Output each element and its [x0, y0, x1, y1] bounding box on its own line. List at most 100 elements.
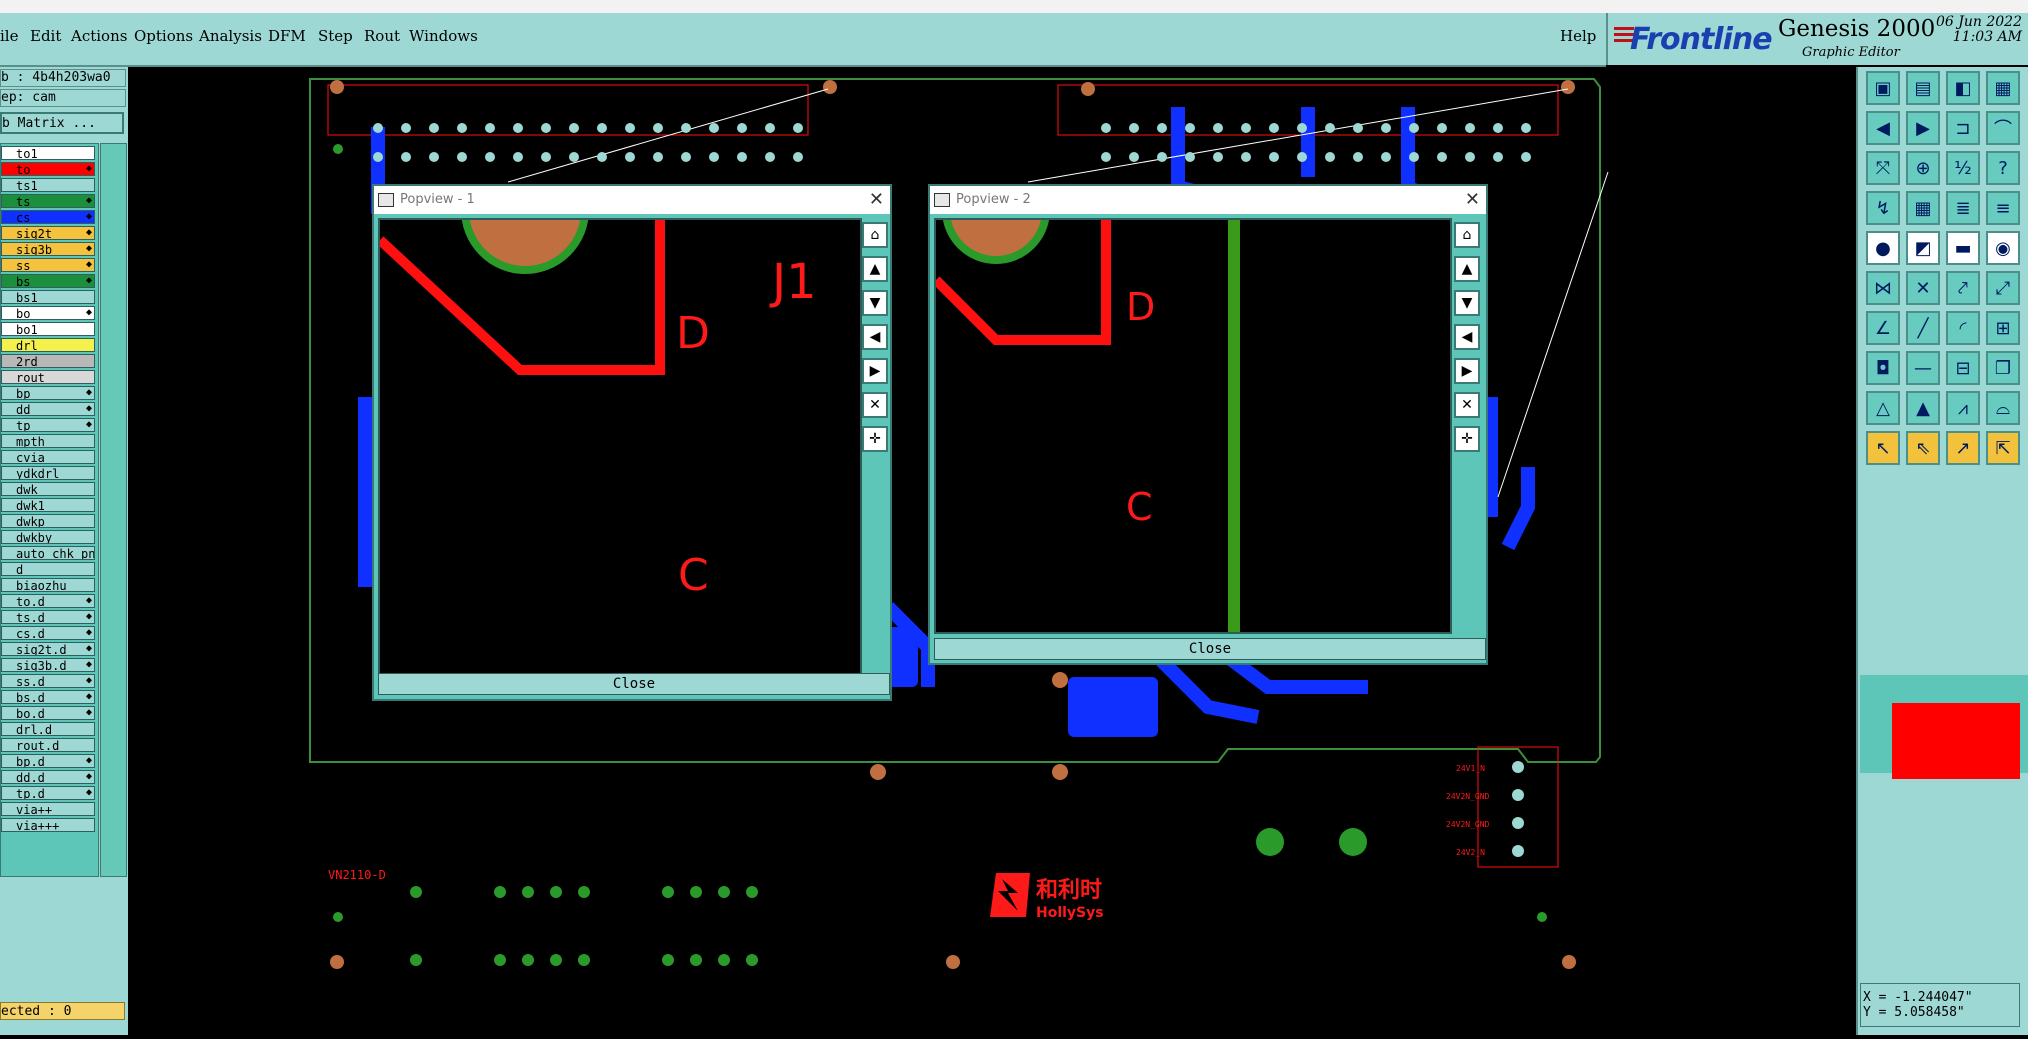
cross-icon[interactable]: ✕ — [1906, 271, 1940, 305]
layer-row[interactable]: cvia — [1, 450, 95, 464]
popview-1-titlebar[interactable]: Popview - 1 ✕ — [374, 186, 890, 214]
triangle-icon[interactable]: △ — [1866, 391, 1900, 425]
popview-1-close-button[interactable]: Close — [378, 673, 890, 695]
open-icon[interactable]: ▤ — [1906, 71, 1940, 105]
flat-icon[interactable]: ⌓ — [1986, 391, 2020, 425]
popview-2-close-button[interactable]: Close — [934, 638, 1486, 660]
menu-rout[interactable]: Rout — [364, 27, 401, 45]
layer-row[interactable]: dwk1 — [1, 498, 95, 512]
layout-icon[interactable]: ▦ — [1986, 71, 2020, 105]
layer-row[interactable]: sig2t.d◆ — [1, 642, 95, 656]
zoom-home-icon[interactable]: ⌂ — [1454, 222, 1480, 248]
menu-help[interactable]: Help — [1560, 27, 1597, 45]
peak-icon[interactable]: ⩘ — [1946, 391, 1980, 425]
select-icon[interactable]: ◩ — [1906, 231, 1940, 265]
layer-row[interactable]: bo◆ — [1, 306, 95, 320]
menu-edit[interactable]: Edit — [30, 27, 62, 45]
layer-row[interactable]: via+++ — [1, 818, 95, 832]
layer-row[interactable]: tp◆ — [1, 418, 95, 432]
move-right-icon[interactable]: ▶ — [1906, 111, 1940, 145]
layer-list-scrollbar[interactable] — [100, 143, 127, 877]
grid-icon[interactable]: ▦ — [1906, 191, 1940, 225]
layer-row[interactable]: cs◆ — [1, 210, 95, 224]
overview-map[interactable] — [1860, 675, 2028, 779]
pan-right-icon[interactable]: ▶ — [862, 358, 888, 384]
close-icon[interactable]: ✕ — [868, 189, 884, 210]
layer-row[interactable]: to1 — [1, 146, 95, 160]
layer-row[interactable]: bs1 — [1, 290, 95, 304]
layer-row[interactable]: auto_chk_pn — [1, 546, 95, 560]
copy-icon[interactable]: ❐ — [1986, 351, 2020, 385]
pointer-move-icon[interactable]: ⇱ — [1986, 431, 2020, 465]
zoom-fit-icon[interactable]: ⤧ — [1866, 151, 1900, 185]
pan-down-icon[interactable]: ▼ — [1454, 290, 1480, 316]
route-icon[interactable]: ⤤ — [1946, 271, 1980, 305]
menu-analysis[interactable]: Analysis — [199, 27, 262, 45]
pan-down-icon[interactable]: ▼ — [862, 290, 888, 316]
layer-row[interactable]: bs.d◆ — [1, 690, 95, 704]
layer-row[interactable]: to.d◆ — [1, 594, 95, 608]
layers-icon[interactable]: ≣ — [1946, 191, 1980, 225]
layer-row[interactable]: drl — [1, 338, 95, 352]
zoom-out-icon[interactable]: ✕ — [1454, 392, 1480, 418]
layer-row[interactable]: bo.d◆ — [1, 706, 95, 720]
mountain-icon[interactable]: ▲ — [1906, 391, 1940, 425]
layer-row[interactable]: to◆ — [1, 162, 95, 176]
save-icon[interactable]: ▣ — [1866, 71, 1900, 105]
layer-row[interactable]: dd◆ — [1, 402, 95, 416]
slot-icon[interactable]: ⊟ — [1946, 351, 1980, 385]
pointer-select-icon[interactable]: ⇖ — [1906, 431, 1940, 465]
move-left-icon[interactable]: ◀ — [1866, 111, 1900, 145]
layer-row[interactable]: bs◆ — [1, 274, 95, 288]
popview-2-canvas[interactable]: D C — [934, 218, 1452, 634]
layer-row[interactable]: drl.d — [1, 722, 95, 736]
measure-icon[interactable]: ↯ — [1866, 191, 1900, 225]
layer-row[interactable]: ss◆ — [1, 258, 95, 272]
connect-icon[interactable]: ⋈ — [1866, 271, 1900, 305]
zoom-home-icon[interactable]: ⌂ — [862, 222, 888, 248]
layer-row[interactable]: sig2t◆ — [1, 226, 95, 240]
circle-icon[interactable]: ◉ — [1986, 231, 2020, 265]
arc-icon[interactable]: ◜ — [1946, 311, 1980, 345]
curve-icon[interactable]: ⌒ — [1986, 111, 2020, 145]
trace-icon[interactable]: — — [1906, 351, 1940, 385]
pointer-icon[interactable]: ↖ — [1866, 431, 1900, 465]
layer-row[interactable]: dwkp — [1, 514, 95, 528]
layer-row[interactable]: rout — [1, 370, 95, 384]
pointer-edit-icon[interactable]: ↗ — [1946, 431, 1980, 465]
close-icon[interactable]: ✕ — [1464, 189, 1480, 210]
pad-icon[interactable]: ● — [1866, 231, 1900, 265]
layer-row[interactable]: cs.d◆ — [1, 626, 95, 640]
layer-row[interactable]: sig3b.d◆ — [1, 658, 95, 672]
layer-row[interactable]: ts.d◆ — [1, 610, 95, 624]
popview-2-titlebar[interactable]: Popview - 2 ✕ — [930, 186, 1486, 214]
layer-row[interactable]: bp.d◆ — [1, 754, 95, 768]
layer-row[interactable]: dwkby — [1, 530, 95, 544]
layer-row[interactable]: rout.d — [1, 738, 95, 752]
pan-left-icon[interactable]: ◀ — [1454, 324, 1480, 350]
zoom-out-icon[interactable]: ✕ — [862, 392, 888, 418]
snap-icon[interactable]: ⊐ — [1946, 111, 1980, 145]
split-icon[interactable]: ⤢ — [1986, 271, 2020, 305]
pad-edit-icon[interactable]: ◘ — [1866, 351, 1900, 385]
layer-row[interactable]: ss.d◆ — [1, 674, 95, 688]
layer-row[interactable]: biaozhu — [1, 578, 95, 592]
layer-row[interactable]: via++ — [1, 802, 95, 816]
zoom-area-icon[interactable]: ⊕ — [1906, 151, 1940, 185]
layer-row[interactable]: d — [1, 562, 95, 576]
menu-file[interactable]: ile — [0, 27, 19, 45]
layer-row[interactable]: dwk — [1, 482, 95, 496]
arrays-icon[interactable]: ⊞ — [1986, 311, 2020, 345]
layer-row[interactable]: dd.d◆ — [1, 770, 95, 784]
layer-row[interactable]: bo1 — [1, 322, 95, 336]
scale-icon[interactable]: ½ — [1946, 151, 1980, 185]
layer-row[interactable]: 2rd — [1, 354, 95, 368]
layer-row[interactable]: tp.d◆ — [1, 786, 95, 800]
line-icon[interactable]: ▬ — [1946, 231, 1980, 265]
fill-icon[interactable]: ◧ — [1946, 71, 1980, 105]
layer-row[interactable]: mpth — [1, 434, 95, 448]
help-icon[interactable]: ? — [1986, 151, 2020, 185]
menu-dfm[interactable]: DFM — [268, 27, 306, 45]
layer-row[interactable]: ts1 — [1, 178, 95, 192]
stack-icon[interactable]: ≡ — [1986, 191, 2020, 225]
